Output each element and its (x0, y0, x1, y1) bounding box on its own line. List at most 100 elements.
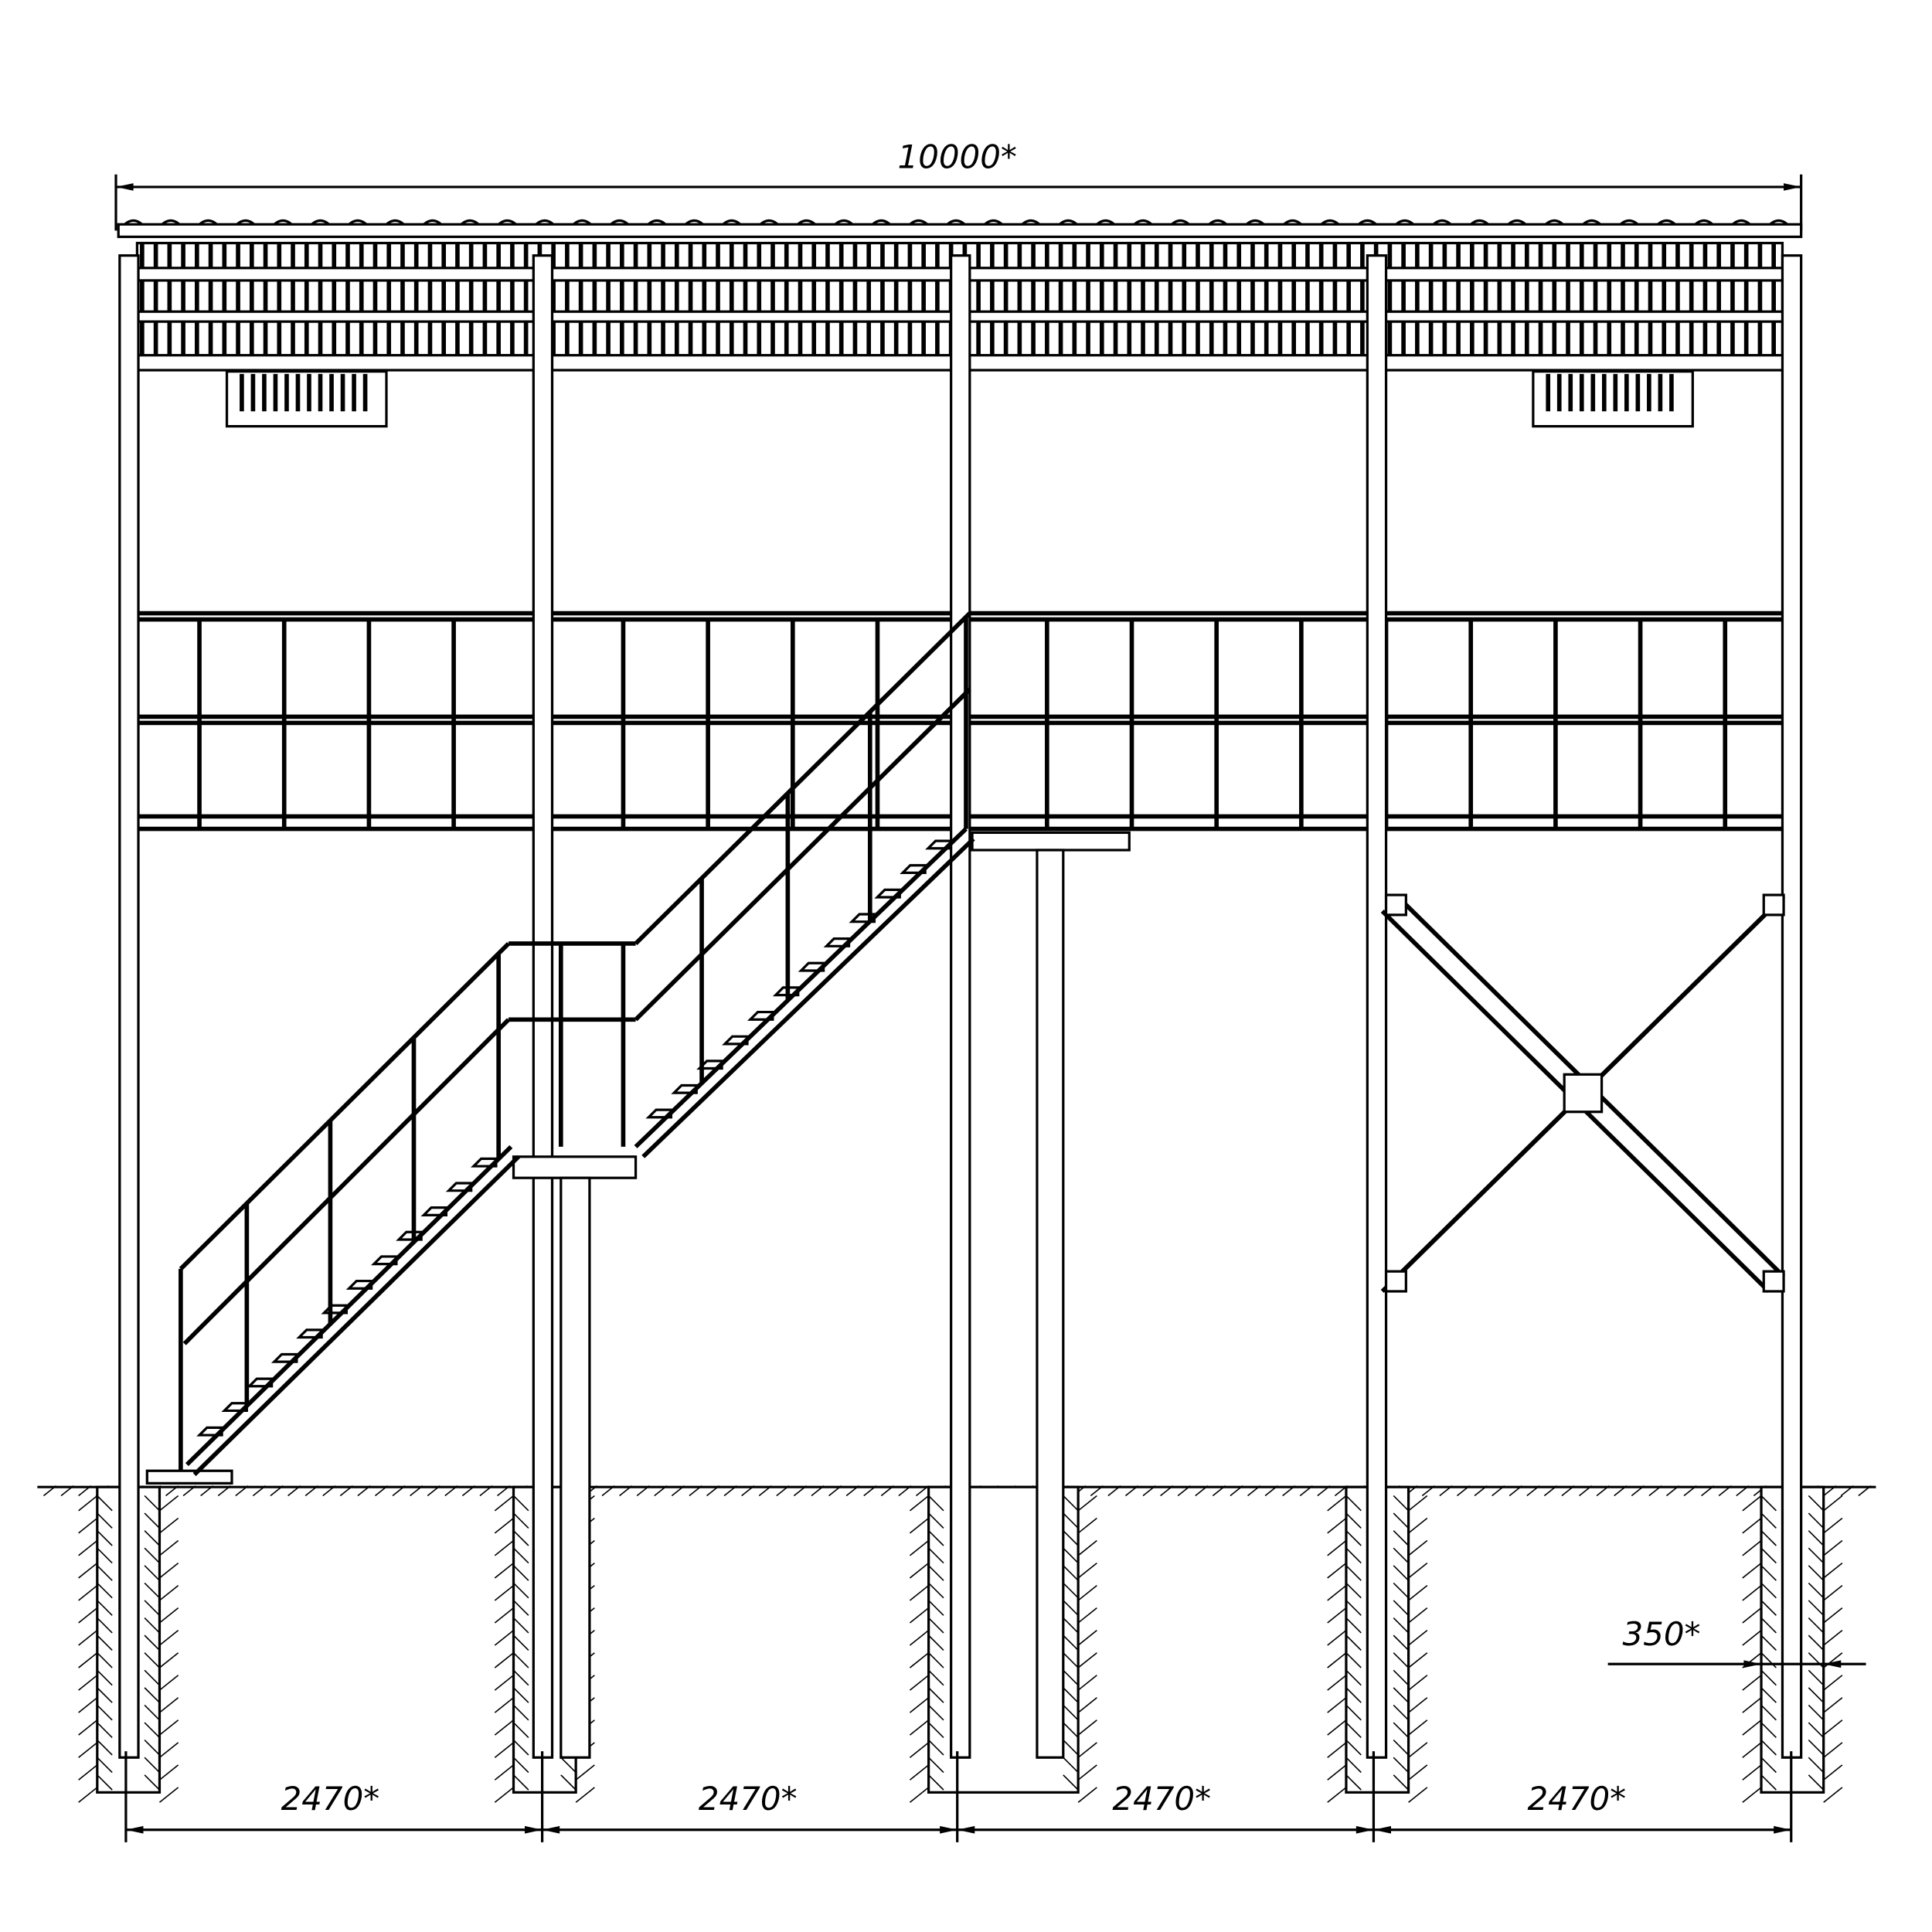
soil-hatch (78, 1764, 98, 1781)
ground-hatch (1317, 1485, 1331, 1497)
soil-hatch (494, 1787, 515, 1803)
concrete-hatch (97, 1740, 113, 1756)
roof-corrugation (647, 219, 667, 226)
concrete-hatch (144, 1669, 161, 1686)
brace-plate (1384, 893, 1407, 917)
ground-hatch (1212, 1485, 1226, 1497)
concrete-hatch (512, 1582, 529, 1599)
soil-hatch (1823, 1562, 1843, 1579)
concrete-hatch (1345, 1704, 1362, 1721)
dimension-arrow (1373, 1825, 1391, 1834)
stair-stringer (634, 827, 968, 1148)
ground-hatch (863, 1485, 877, 1497)
ground-hatch (1299, 1485, 1313, 1497)
soil-hatch (1327, 1787, 1347, 1803)
concrete-hatch (1808, 1634, 1825, 1651)
ground-hatch (1230, 1485, 1243, 1497)
stair-tread (471, 1157, 498, 1168)
soil-hatch (494, 1584, 515, 1601)
ground-hatch (427, 1485, 440, 1497)
soil-hatch (909, 1652, 930, 1668)
stair-tread (345, 1279, 373, 1290)
soil-hatch (1742, 1517, 1762, 1534)
roof-corrugation (423, 219, 443, 226)
ground-hatch (1561, 1485, 1575, 1497)
brace-gusset (1563, 1073, 1604, 1114)
concrete-hatch (1063, 1512, 1079, 1529)
concrete-hatch (1345, 1495, 1362, 1512)
dimension-arrow (542, 1825, 560, 1834)
ground-hatch (741, 1485, 755, 1497)
soil-hatch (1408, 1562, 1428, 1579)
soil-hatch (1327, 1675, 1347, 1691)
soil-hatch (1742, 1539, 1762, 1556)
concrete-hatch (1393, 1774, 1410, 1791)
soil-hatch (575, 1764, 595, 1781)
stair-landing (512, 1155, 638, 1179)
soil-hatch (494, 1607, 515, 1624)
soil-hatch (1408, 1517, 1428, 1534)
roof-corrugation (572, 219, 592, 226)
ground-hatch (1665, 1485, 1680, 1497)
soil-hatch (1077, 1787, 1097, 1803)
roof-corrugation (124, 219, 143, 226)
soil-hatch (1408, 1584, 1428, 1601)
concrete-hatch (1063, 1495, 1079, 1512)
soil-hatch (78, 1787, 98, 1803)
concrete-hatch (928, 1740, 944, 1756)
concrete-hatch (1808, 1757, 1825, 1774)
roof-corrugation (759, 219, 779, 226)
ground-hatch (252, 1485, 267, 1497)
ground-hatch (461, 1485, 476, 1497)
ground-hatch (200, 1485, 214, 1497)
platform-post (1036, 849, 1065, 1759)
stair-tread (722, 1035, 749, 1046)
dimension-lines (114, 174, 1866, 1842)
ground-hatch (1718, 1485, 1732, 1497)
ground-hatch (1439, 1485, 1453, 1497)
concrete-hatch (928, 1757, 944, 1774)
soil-hatch (158, 1584, 179, 1601)
ground-hatch (410, 1485, 423, 1497)
concrete-hatch (144, 1600, 161, 1616)
soil-hatch (909, 1675, 930, 1691)
soil-hatch (1327, 1630, 1347, 1646)
ground-hatch (287, 1485, 301, 1497)
soil-hatch (909, 1787, 930, 1803)
soil-hatch (494, 1719, 515, 1736)
concrete-hatch (512, 1512, 529, 1529)
concrete-hatch (512, 1774, 529, 1791)
ground-hatch (1195, 1485, 1209, 1497)
ground-hatch (165, 1485, 179, 1497)
concrete-hatch (1808, 1617, 1825, 1634)
concrete-hatch (97, 1687, 113, 1703)
soil-hatch (1327, 1652, 1347, 1668)
ground-hatch (898, 1485, 912, 1497)
soil-hatch (1077, 1675, 1097, 1691)
concrete-hatch (1345, 1530, 1362, 1546)
soil-hatch (1742, 1764, 1762, 1781)
roof-corrugation (460, 219, 480, 226)
concrete-hatch (144, 1617, 161, 1634)
soil-hatch (1742, 1630, 1762, 1646)
soil-hatch (1077, 1562, 1097, 1579)
roof-corrugation (273, 219, 293, 226)
roof-corrugation (1358, 219, 1377, 226)
concrete-hatch (1760, 1740, 1777, 1756)
ground-hatch (270, 1485, 284, 1497)
concrete-hatch (1393, 1722, 1410, 1738)
concrete-hatch (1063, 1634, 1079, 1651)
ground-hatch (182, 1485, 196, 1497)
concrete-hatch (1063, 1757, 1079, 1774)
concrete-hatch (1393, 1530, 1410, 1546)
vent-grille (1532, 370, 1694, 428)
ground-hatch (304, 1485, 318, 1497)
concrete-hatch (1808, 1530, 1825, 1546)
soil-hatch (78, 1719, 98, 1736)
soil-hatch (78, 1562, 98, 1579)
span-dimension-3: 2470* (1112, 1780, 1211, 1818)
concrete-hatch (560, 1774, 577, 1791)
ground-hatch (654, 1485, 668, 1497)
vent-grille (225, 370, 388, 428)
soil-hatch (1327, 1607, 1347, 1624)
